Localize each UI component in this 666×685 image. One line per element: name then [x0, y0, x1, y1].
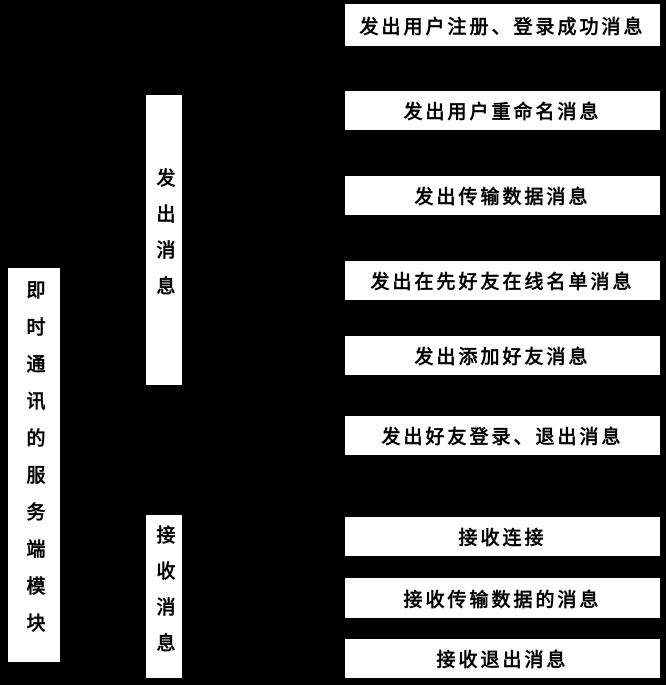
send-group-label: 发出消息 [153, 168, 175, 312]
send-item-label: 发出添加好友消息 [414, 347, 591, 368]
receive-group-label: 接收消息 [153, 524, 175, 669]
send-item-box: 发出用户注册、登录成功消息 [345, 4, 660, 46]
receive-item-box: 接收连接 [345, 517, 660, 556]
send-item-box: 发出用户重命名消息 [345, 91, 660, 130]
root-module-label: 即时通讯的服务端模块 [23, 280, 45, 650]
send-item-label: 发出用户重命名消息 [403, 102, 602, 123]
receive-item-box: 接收退出消息 [345, 639, 660, 678]
receive-item-label: 接收连接 [458, 528, 547, 549]
receive-group-box: 接收消息 [146, 515, 182, 678]
root-module-box: 即时通讯的服务端模块 [8, 268, 60, 662]
send-item-box: 发出在先好友在线名单消息 [345, 261, 660, 300]
send-item-box: 发出好友登录、退出消息 [345, 416, 660, 455]
send-item-box: 发出添加好友消息 [345, 336, 660, 375]
send-group-box: 发出消息 [146, 95, 182, 385]
send-item-label: 发出好友登录、退出消息 [381, 427, 624, 448]
send-item-label: 发出传输数据消息 [414, 187, 591, 208]
receive-item-label: 接收退出消息 [436, 650, 569, 671]
send-item-label: 发出用户注册、登录成功消息 [359, 16, 646, 38]
send-item-label: 发出在先好友在线名单消息 [370, 272, 635, 293]
send-item-box: 发出传输数据消息 [345, 176, 660, 215]
receive-item-label: 接收传输数据的消息 [403, 589, 602, 611]
receive-item-box: 接收传输数据的消息 [345, 578, 660, 618]
